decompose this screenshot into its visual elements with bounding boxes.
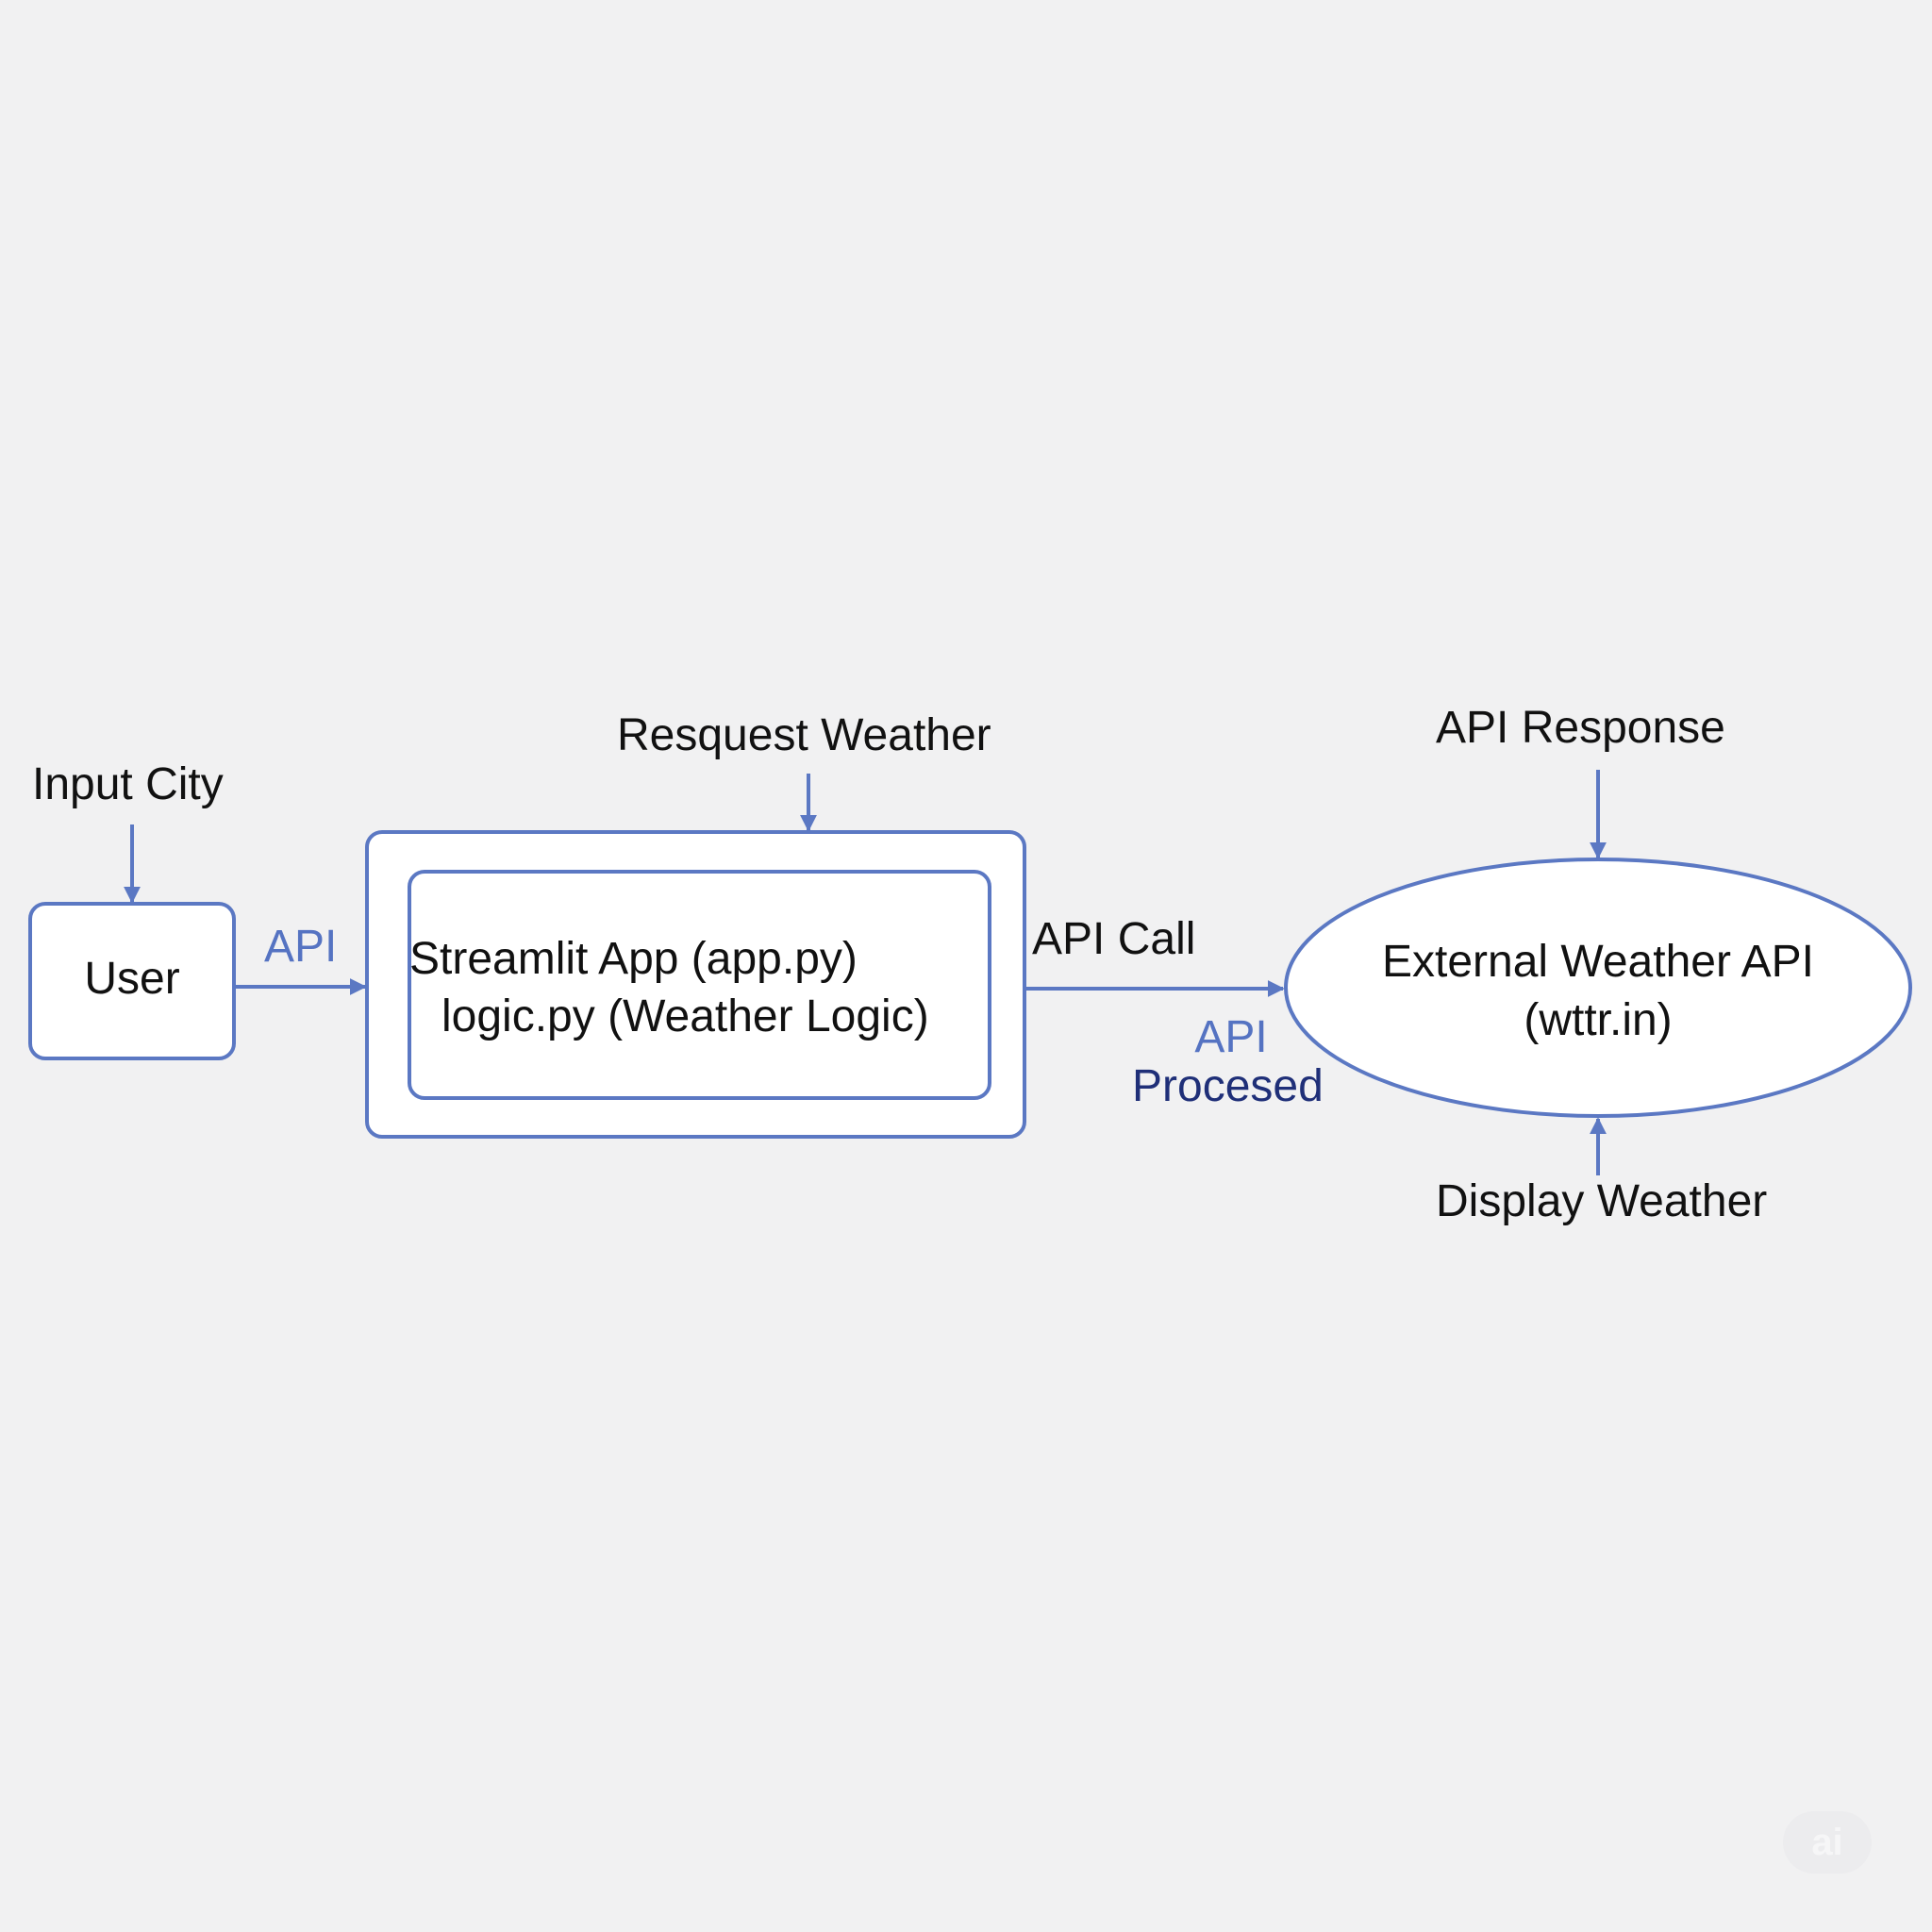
api-response-label: API Response xyxy=(1436,703,1725,753)
external-api-ellipse xyxy=(1284,858,1912,1118)
display-weather-label: Display Weather xyxy=(1436,1176,1768,1226)
api-processed-edge-label-line1: API xyxy=(1194,1012,1268,1062)
user-node-box xyxy=(28,902,236,1060)
api-call-edge-label: API Call xyxy=(1032,914,1196,964)
ai-badge-icon: ai xyxy=(1783,1811,1872,1874)
user-to-app-edge-label: API xyxy=(264,922,338,972)
request-weather-label: Resquest Weather xyxy=(617,710,991,760)
input-city-label: Input City xyxy=(32,759,224,809)
streamlit-app-inner-box xyxy=(408,870,991,1100)
api-processed-edge-label-line2: Procesed xyxy=(1132,1061,1324,1111)
streamlit-app-label: Streamlit App (app.py) xyxy=(409,934,858,984)
external-api-label: External Weather API xyxy=(1381,937,1814,987)
user-node-label: User xyxy=(84,954,180,1004)
external-api-host-label: (wttr.in) xyxy=(1524,995,1673,1045)
logic-py-label: logic.py (Weather Logic) xyxy=(441,991,929,1041)
